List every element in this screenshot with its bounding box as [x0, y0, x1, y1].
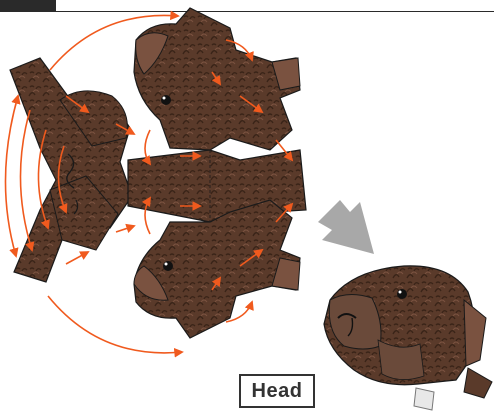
- lower-head-piece: [134, 200, 300, 338]
- fold-arrow-icon: [20, 110, 32, 250]
- fold-arrow-icon: [66, 252, 88, 264]
- assembled-head: [324, 266, 492, 410]
- caption-box: Head: [239, 374, 315, 408]
- fold-arrow-icon: [5, 96, 18, 256]
- assembly-arrow-icon: [318, 200, 374, 254]
- fold-arrow-icon: [116, 226, 134, 232]
- left-net-piece: [10, 58, 132, 282]
- caption-label: Head: [252, 380, 303, 403]
